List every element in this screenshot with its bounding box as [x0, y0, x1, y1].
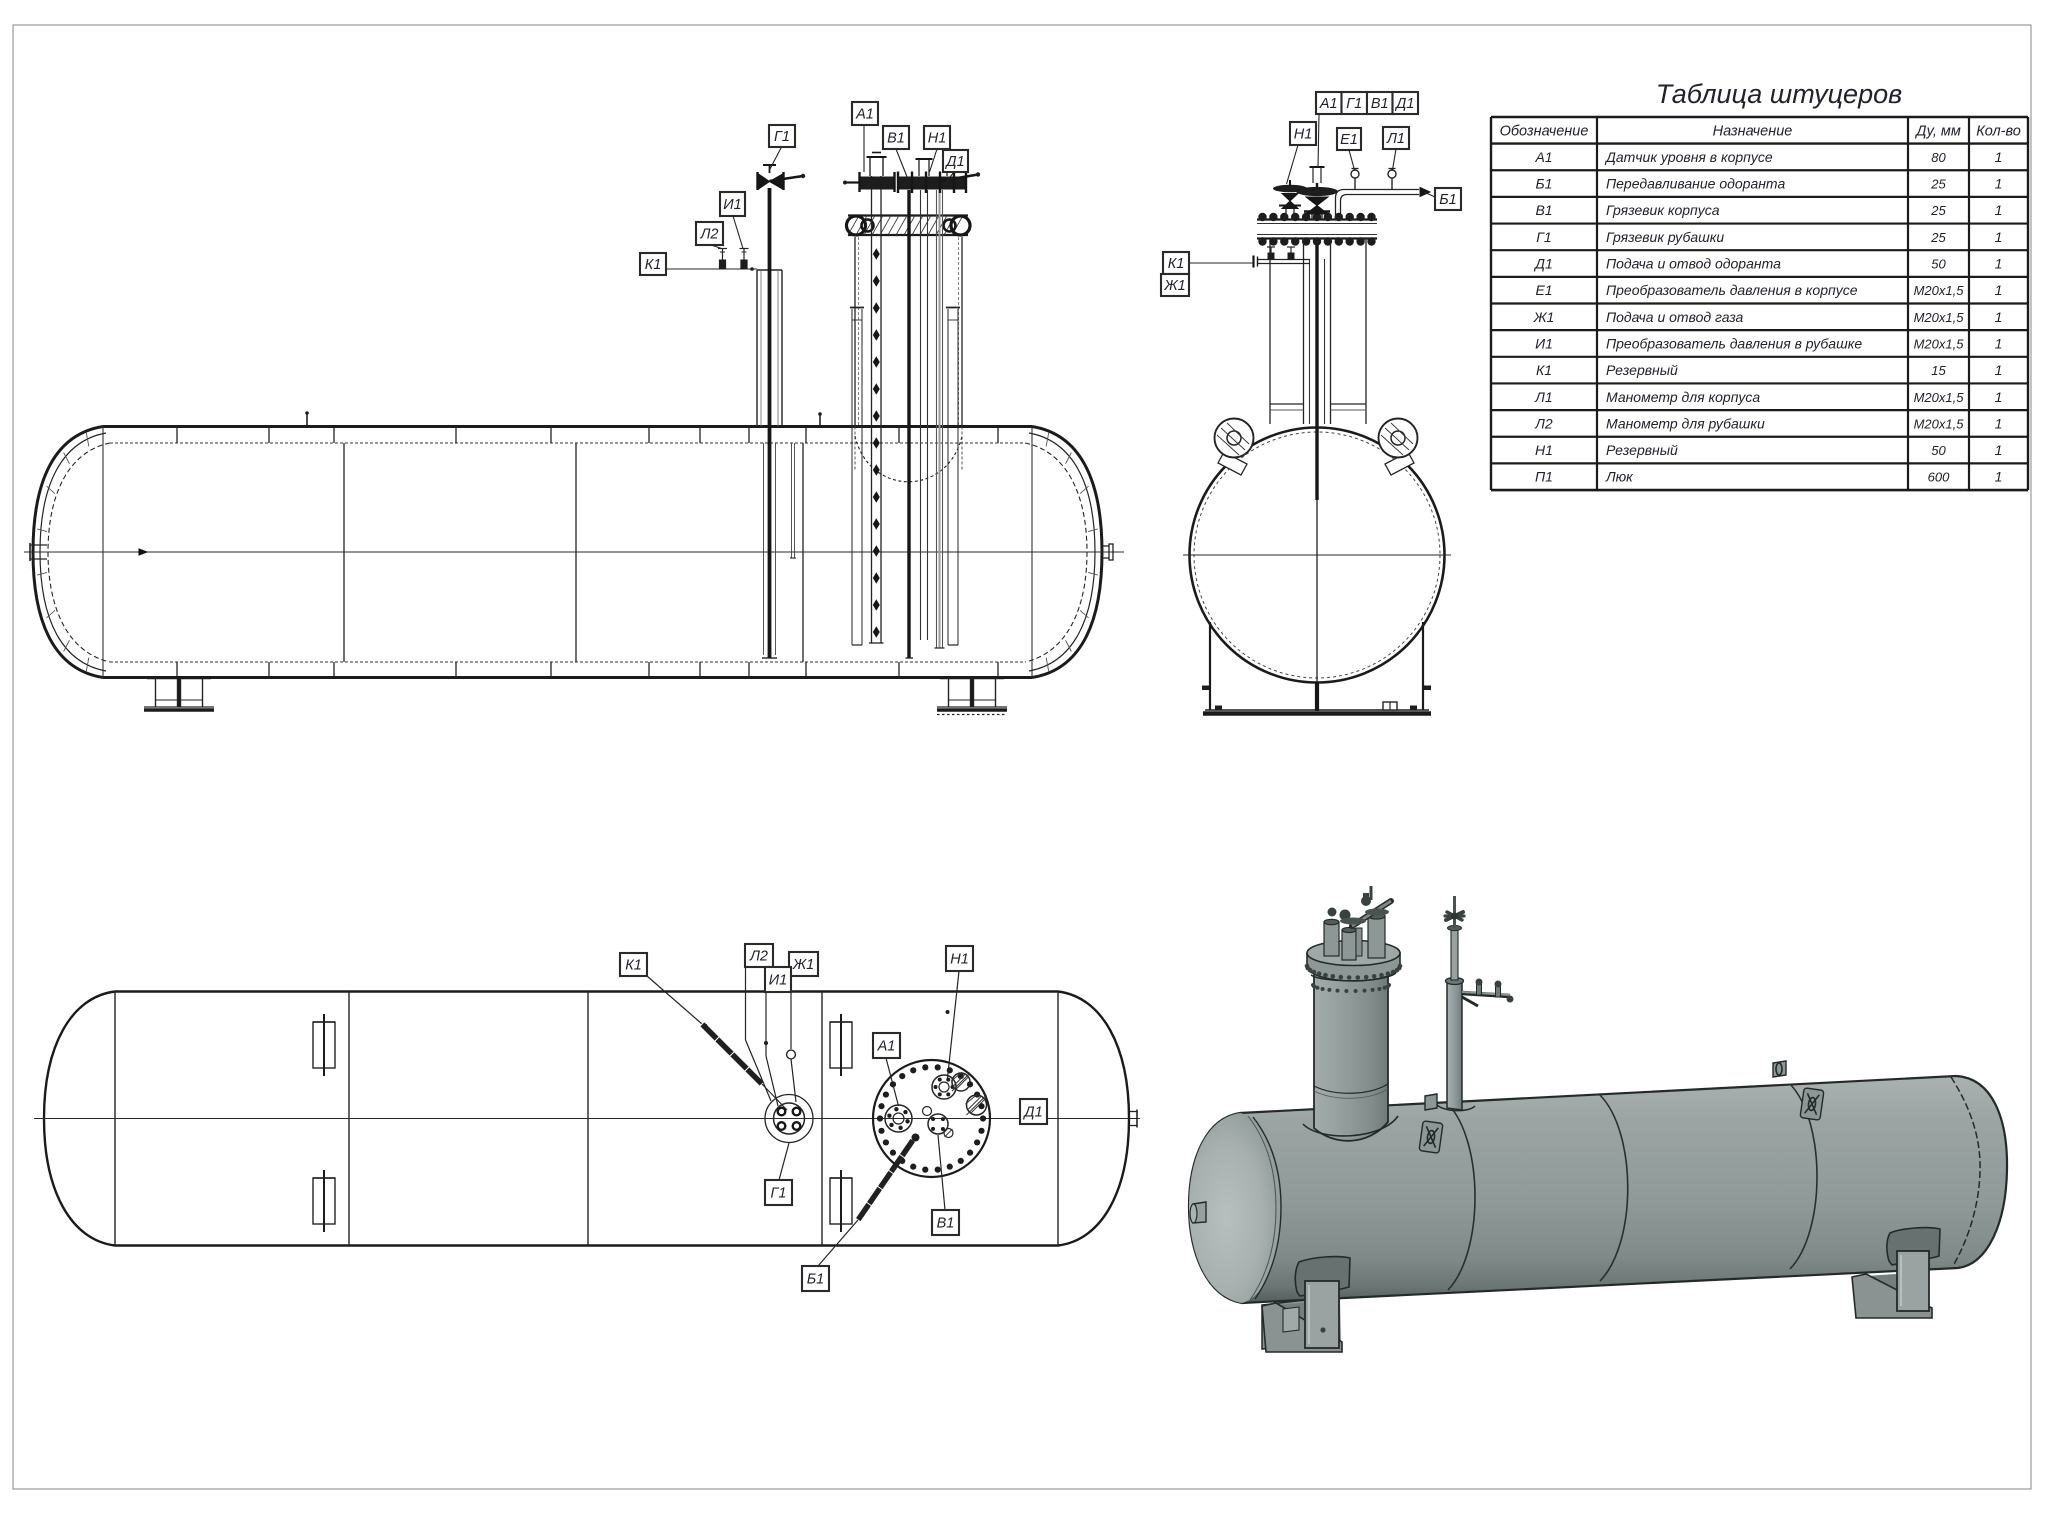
svg-text:А1: А1 [1534, 149, 1552, 165]
svg-text:Ж1: Ж1 [1533, 309, 1555, 325]
svg-text:1: 1 [1995, 256, 2003, 272]
svg-text:Б1: Б1 [807, 1272, 825, 1288]
svg-text:Г1: Г1 [1346, 96, 1362, 112]
svg-text:Датчик уровня в корпусе: Датчик уровня в корпусе [1604, 149, 1773, 165]
svg-text:Обозначение: Обозначение [1500, 124, 1589, 140]
svg-text:Г1: Г1 [774, 129, 790, 145]
svg-text:Д1: Д1 [1394, 96, 1414, 112]
svg-text:25: 25 [1930, 203, 1946, 218]
svg-text:М20х1,5: М20х1,5 [1914, 310, 1965, 325]
svg-text:К1: К1 [1168, 256, 1185, 272]
svg-text:1: 1 [1995, 415, 2003, 431]
svg-text:И1: И1 [1535, 335, 1553, 351]
svg-text:1: 1 [1995, 389, 2003, 405]
svg-text:Д1: Д1 [1022, 1105, 1042, 1121]
svg-text:Ж1: Ж1 [1163, 278, 1185, 294]
svg-text:Преобразователь давления в кор: Преобразователь давления в корпусе [1606, 282, 1858, 298]
svg-text:И1: И1 [723, 197, 741, 213]
svg-text:К1: К1 [1536, 362, 1552, 378]
svg-text:Г1: Г1 [1536, 229, 1551, 245]
svg-text:15: 15 [1931, 363, 1946, 378]
svg-text:Н1: Н1 [928, 131, 947, 147]
svg-text:Д1: Д1 [1533, 256, 1553, 272]
svg-text:В1: В1 [1371, 96, 1389, 112]
svg-text:1: 1 [1995, 176, 2003, 192]
svg-text:М20х1,5: М20х1,5 [1914, 390, 1965, 405]
svg-text:Резервный: Резервный [1606, 362, 1678, 378]
svg-text:1: 1 [1995, 202, 2003, 218]
svg-text:Люк: Люк [1605, 469, 1634, 485]
svg-text:Передавливание одоранта: Передавливание одоранта [1606, 176, 1785, 192]
svg-text:Преобразователь давления в руб: Преобразователь давления в рубашке [1606, 335, 1862, 351]
svg-text:600: 600 [1928, 470, 1950, 485]
svg-text:1: 1 [1995, 335, 2003, 351]
svg-text:50: 50 [1931, 443, 1946, 458]
svg-text:1: 1 [1995, 362, 2003, 378]
svg-text:Н1: Н1 [1294, 127, 1313, 143]
svg-text:Кол-во: Кол-во [1976, 124, 2021, 140]
svg-text:1: 1 [1995, 229, 2003, 245]
svg-text:1: 1 [1995, 149, 2003, 165]
svg-text:В1: В1 [887, 131, 905, 147]
svg-text:В1: В1 [937, 1216, 955, 1232]
svg-text:25: 25 [1930, 177, 1946, 192]
svg-text:Е1: Е1 [1340, 132, 1358, 148]
svg-text:А1: А1 [1319, 96, 1338, 112]
svg-text:Е1: Е1 [1535, 282, 1552, 298]
svg-text:1: 1 [1995, 469, 2003, 485]
svg-text:Л1: Л1 [1534, 389, 1552, 405]
svg-text:Подача и отвод одоранта: Подача и отвод одоранта [1606, 256, 1781, 272]
svg-text:К1: К1 [625, 958, 642, 974]
svg-text:Л1: Л1 [1386, 131, 1405, 147]
svg-text:И1: И1 [769, 973, 787, 989]
svg-text:Манометр для корпуса: Манометр для корпуса [1606, 389, 1760, 405]
svg-text:Б1: Б1 [1536, 176, 1553, 192]
svg-text:Г1: Г1 [771, 1186, 787, 1202]
svg-text:1: 1 [1995, 282, 2003, 298]
svg-text:В1: В1 [1535, 202, 1552, 218]
svg-text:К1: К1 [645, 257, 662, 273]
svg-text:Таблица штуцеров: Таблица штуцеров [1656, 79, 1902, 109]
svg-text:Л2: Л2 [699, 227, 718, 243]
svg-text:Н1: Н1 [950, 952, 969, 968]
svg-text:Л2: Л2 [749, 949, 768, 965]
svg-text:25: 25 [1930, 230, 1946, 245]
svg-text:1: 1 [1995, 442, 2003, 458]
svg-text:50: 50 [1931, 257, 1946, 272]
svg-text:Назначение: Назначение [1713, 124, 1793, 140]
svg-text:Грязевик рубашки: Грязевик рубашки [1606, 229, 1724, 245]
svg-text:Манометр для рубашки: Манометр для рубашки [1606, 415, 1765, 431]
svg-text:Н1: Н1 [1535, 442, 1553, 458]
svg-text:Д1: Д1 [944, 154, 964, 170]
svg-text:Подача и отвод газа: Подача и отвод газа [1606, 309, 1744, 325]
svg-text:Грязевик корпуса: Грязевик корпуса [1606, 202, 1720, 218]
svg-text:Б1: Б1 [1439, 192, 1457, 208]
svg-text:80: 80 [1931, 150, 1946, 165]
svg-text:М20х1,5: М20х1,5 [1914, 336, 1965, 351]
svg-text:Ду, мм: Ду, мм [1914, 124, 1961, 140]
svg-text:Л2: Л2 [1534, 415, 1553, 431]
svg-text:А1: А1 [877, 1039, 896, 1055]
svg-text:Резервный: Резервный [1606, 442, 1678, 458]
svg-text:Ж1: Ж1 [792, 957, 814, 973]
svg-text:А1: А1 [855, 107, 874, 123]
svg-text:М20х1,5: М20х1,5 [1914, 416, 1965, 431]
svg-text:М20х1,5: М20х1,5 [1914, 283, 1965, 298]
svg-text:1: 1 [1995, 309, 2003, 325]
svg-text:П1: П1 [1535, 469, 1553, 485]
